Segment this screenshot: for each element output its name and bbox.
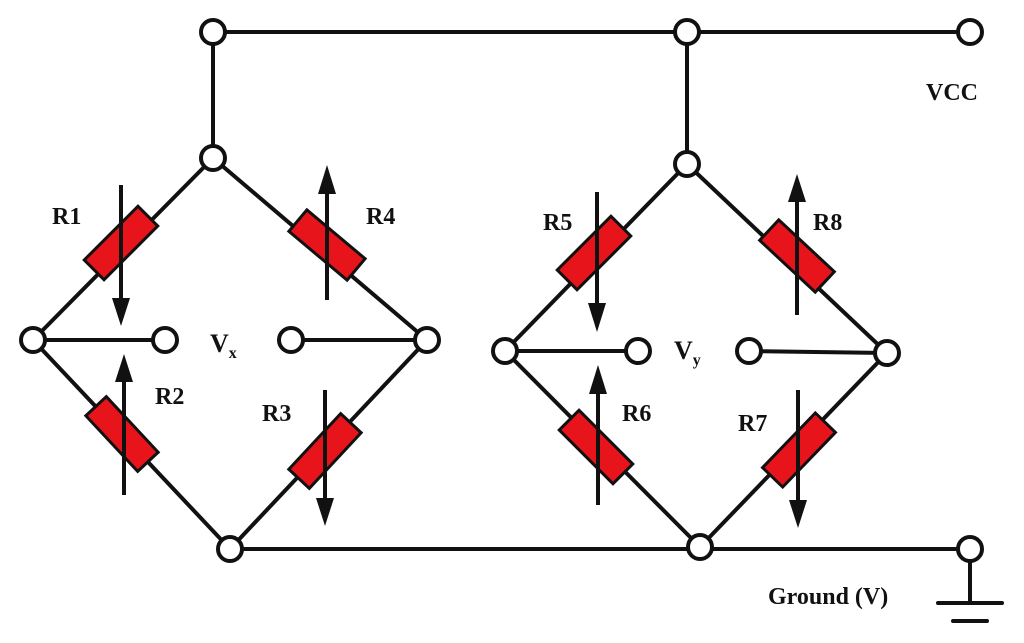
strain-arrows <box>112 165 807 528</box>
label-r2: R2 <box>155 384 184 410</box>
terminal-ground <box>956 535 984 563</box>
label-r5: R5 <box>543 210 572 236</box>
arrow-r4-up-icon <box>318 165 336 194</box>
label-r4: R4 <box>366 204 395 230</box>
label-ground: Ground (V) <box>768 584 888 610</box>
label-vy-main: V <box>674 336 693 365</box>
label-r7: R7 <box>738 411 767 437</box>
wires <box>31 30 1004 623</box>
node-left-bridge-top <box>199 144 227 172</box>
terminal-vy-plus <box>735 337 763 365</box>
arrow-r2-up-icon <box>115 354 133 382</box>
arrow-r6-up-icon <box>589 365 607 394</box>
node-right-bridge-right <box>873 339 901 367</box>
label-r3: R3 <box>262 401 291 427</box>
terminal-right-top <box>673 18 701 46</box>
resistor-r5 <box>555 214 633 292</box>
node-right-bridge-left <box>491 337 519 365</box>
terminal-vcc <box>956 18 984 46</box>
terminal-vx-minus <box>151 326 179 354</box>
right-vy-lead-right <box>747 349 889 355</box>
arrow-r3-down-icon <box>316 498 334 526</box>
label-vx: Vx <box>210 329 237 362</box>
label-vx-main: V <box>210 329 229 358</box>
node-right-bridge-top <box>673 150 701 178</box>
label-r8: R8 <box>813 210 842 236</box>
label-vy: Vy <box>674 336 701 369</box>
arrow-r7-down-icon <box>789 500 807 528</box>
node-left-bridge-left <box>19 326 47 354</box>
label-vy-sub: y <box>693 352 701 369</box>
arrow-r8-up-icon <box>788 174 806 202</box>
arrow-r5-down-icon <box>588 303 606 332</box>
terminal-vy-minus <box>624 337 652 365</box>
label-r6: R6 <box>622 401 651 427</box>
arrow-r1-down-icon <box>112 298 130 326</box>
labels: R1 R4 R2 R3 R5 R8 R6 R7 Vx Vy VCC Ground… <box>52 80 978 610</box>
node-right-bridge-bottom <box>686 533 714 561</box>
terminal-left-top <box>199 18 227 46</box>
terminals <box>19 18 984 563</box>
label-vcc: VCC <box>926 80 978 106</box>
terminal-vx-plus <box>277 326 305 354</box>
label-r1: R1 <box>52 204 81 230</box>
node-left-bridge-bottom <box>216 535 244 563</box>
node-left-bridge-right <box>413 326 441 354</box>
label-vx-sub: x <box>229 345 237 362</box>
resistors <box>82 204 838 491</box>
